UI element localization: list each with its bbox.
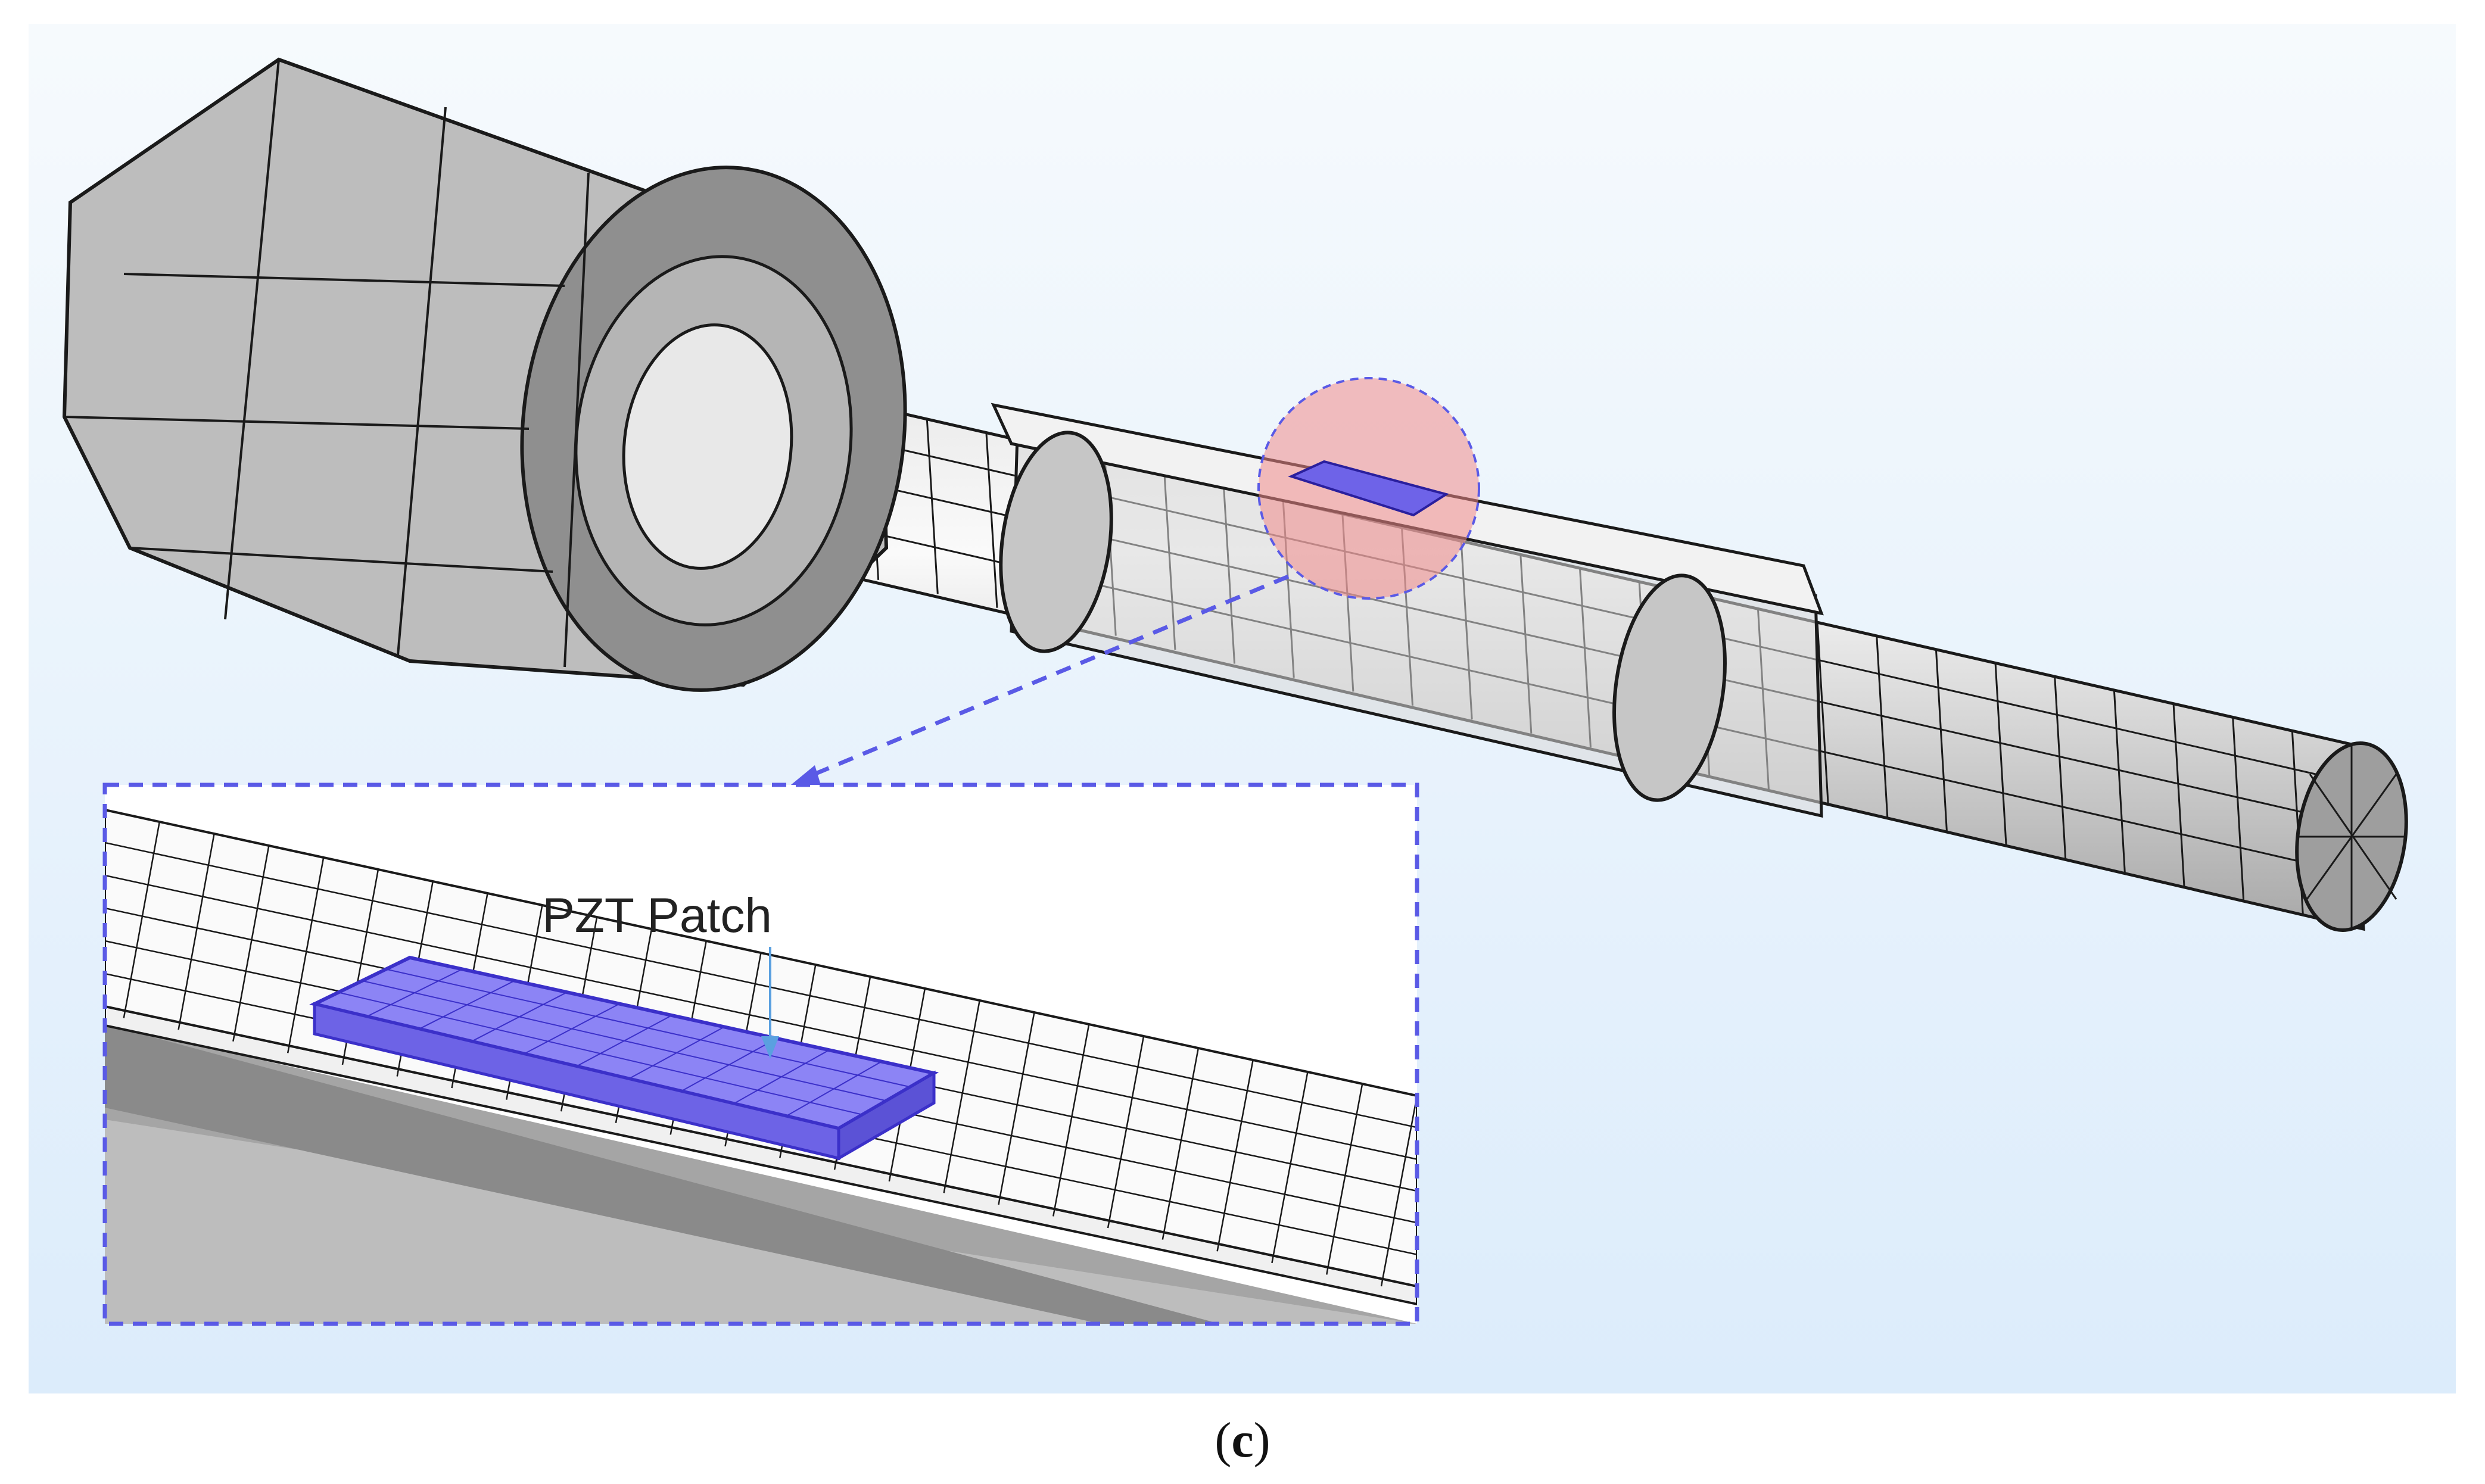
zoom-inset: PZT Patch <box>102 782 1419 1326</box>
caption-close: ) <box>1253 1413 1270 1468</box>
fe-model-illustration: PZT Patch <box>29 24 2456 1393</box>
panel-caption: (c) <box>0 1411 2485 1469</box>
caption-letter: c <box>1231 1413 1254 1468</box>
pzt-patch-icon <box>1288 460 1449 517</box>
caption-open: ( <box>1215 1413 1232 1468</box>
inset-label-pzt-patch: PZT Patch <box>542 888 772 943</box>
shaft-end-cap <box>2295 741 2408 932</box>
figure-panel: PZT Patch <box>29 24 2456 1393</box>
callout-arrow-icon <box>788 574 1290 787</box>
disc-body <box>62 57 907 692</box>
